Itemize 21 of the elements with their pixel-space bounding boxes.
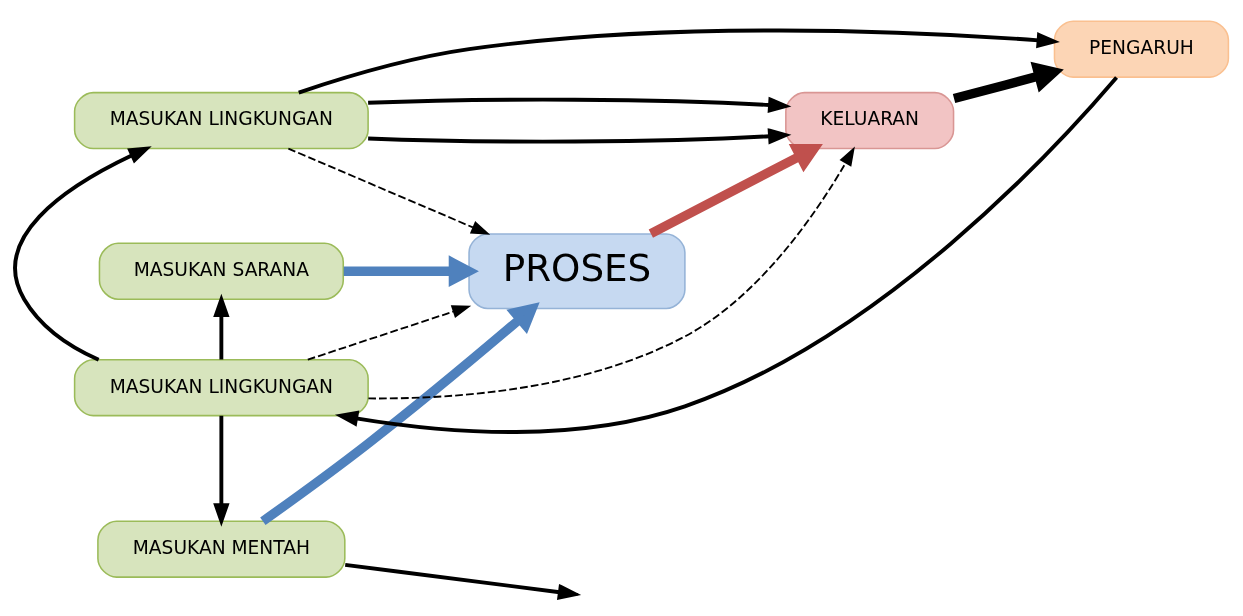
arrow: [343, 255, 479, 288]
arrow: [213, 293, 230, 360]
node-box: MASUKAN MENTAH: [97, 520, 346, 578]
arrow: [213, 415, 230, 527]
arrow: [287, 147, 491, 235]
arrow: [260, 302, 540, 525]
node-box: PENGARUH: [1053, 20, 1230, 78]
arrow: [306, 305, 472, 361]
node-box: KELUARAN: [785, 91, 955, 150]
arrow: [648, 144, 823, 238]
arrow: [368, 96, 792, 114]
node-box: MASUKAN LINGKUNGAN: [73, 91, 369, 150]
arrow: [334, 76, 1118, 434]
arrow: [13, 146, 152, 362]
arrow: [368, 128, 792, 145]
node-box: MASUKAN SARANA: [98, 242, 345, 300]
arrow: [367, 146, 855, 400]
node-box: MASUKAN LINGKUNGAN: [73, 358, 369, 417]
arrow: [298, 28, 1060, 95]
arrow: [952, 61, 1064, 104]
node-box: PROSES: [468, 233, 686, 310]
